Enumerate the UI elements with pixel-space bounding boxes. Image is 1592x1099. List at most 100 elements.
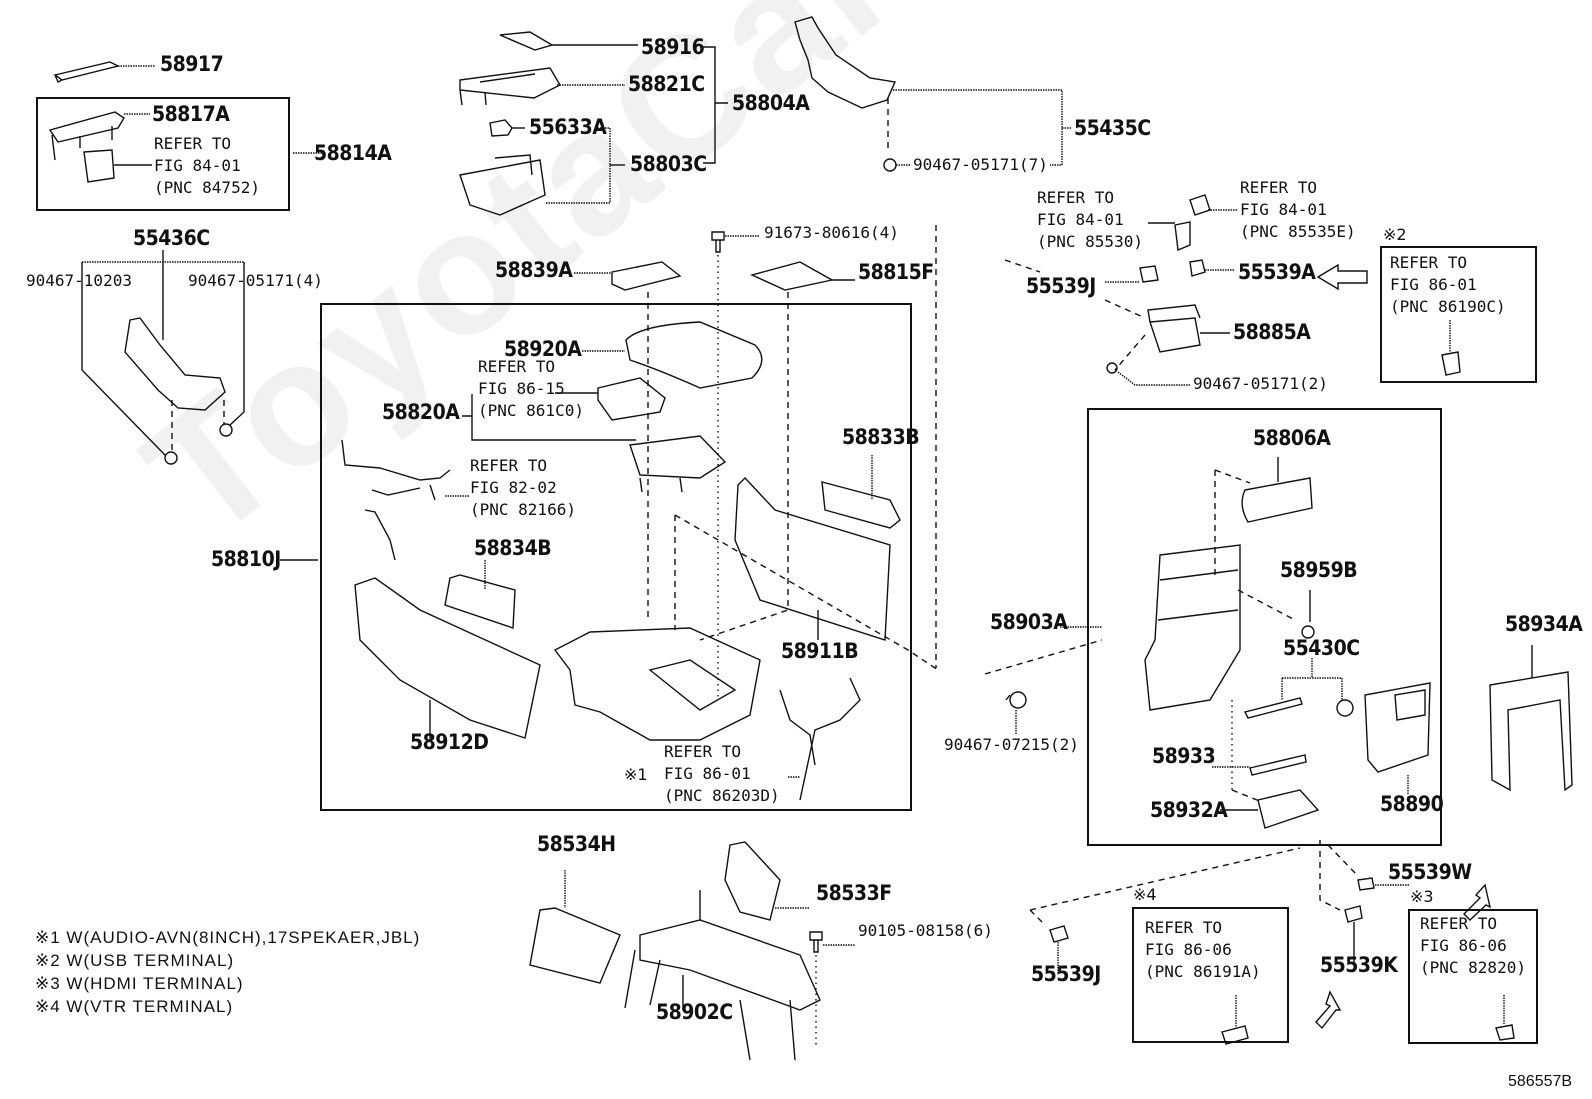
part-label-58885A[interactable]: 58885A <box>1233 320 1311 344</box>
part-55435C-sketch <box>794 16 1072 172</box>
part-86190C-sketch <box>1441 320 1461 376</box>
part-58815F-sketch <box>699 261 855 641</box>
part-label-55539J-bottom[interactable]: 55539J <box>1031 962 1101 986</box>
part-label-55435C[interactable]: 55435C <box>1074 116 1151 140</box>
refer-note-86203D[interactable]: REFER TO FIG 86-01 (PNC 86203D) <box>664 742 780 805</box>
part-label-58820A[interactable]: 58820A <box>382 400 460 424</box>
refer-note-85535E[interactable]: REFER TO FIG 84-01 (PNC 85535E) <box>1240 178 1356 241</box>
refer-note-86191A[interactable]: REFER TO FIG 86-06 (PNC 86191A) <box>1145 918 1261 981</box>
part-58803C-sketch <box>459 127 625 216</box>
part-label-58917[interactable]: 58917 <box>160 52 224 76</box>
part-label-58920A[interactable]: 58920A <box>504 337 582 361</box>
part-58834B-sketch <box>444 560 516 629</box>
part-label-90105-08158-6[interactable]: 90105-08158(6) <box>858 921 993 940</box>
part-82820-sketch <box>1495 995 1515 1041</box>
part-label-58814A[interactable]: 58814A <box>314 141 392 165</box>
part-label-58803C[interactable]: 58803C <box>630 152 707 176</box>
part-85530-sketch <box>1148 194 1238 252</box>
refer-note-82166[interactable]: REFER TO FIG 82-02 (PNC 82166) <box>470 456 576 519</box>
refer-box-82820 <box>1408 909 1538 1044</box>
refer-note-82820[interactable]: REFER TO FIG 86-06 (PNC 82820) <box>1420 914 1526 977</box>
part-label-58810J[interactable]: 58810J <box>211 547 281 571</box>
part-58912D-sketch <box>354 577 541 740</box>
arrow-55539W <box>1463 883 1492 921</box>
part-label-58839A[interactable]: 58839A <box>495 258 573 282</box>
part-58833B-sketch <box>821 455 901 529</box>
arrow-55539K <box>1315 990 1342 1030</box>
part-label-90467-10203[interactable]: 90467-10203 <box>26 271 132 290</box>
part-label-55539A[interactable]: 55539A <box>1238 260 1316 284</box>
refer-box-86190C <box>1380 246 1537 383</box>
part-label-55436C[interactable]: 55436C <box>133 226 210 250</box>
group-box-58903A <box>1087 408 1442 846</box>
part-label-58916[interactable]: 58916 <box>641 35 705 59</box>
part-label-58902C[interactable]: 58902C <box>656 1000 733 1024</box>
part-58933-sketch <box>1212 700 1307 790</box>
part-58917-sketch <box>53 61 155 83</box>
part-label-90467-07215-2[interactable]: 90467-07215(2) <box>944 735 1079 754</box>
part-label-58806A[interactable]: 58806A <box>1253 426 1331 450</box>
part-55633A-sketch <box>489 119 525 137</box>
part-58839A-sketch <box>574 261 682 620</box>
part-label-58932A[interactable]: 58932A <box>1150 798 1228 822</box>
refer-note-861C0[interactable]: REFER TO FIG 86-15 (PNC 861C0) <box>478 357 584 420</box>
part-label-90467-05171-2[interactable]: 90467-05171(2) <box>1193 374 1328 393</box>
group-box-58814A <box>36 97 290 211</box>
part-label-58534H[interactable]: 58534H <box>537 832 616 856</box>
part-label-55539W[interactable]: 55539W <box>1388 860 1472 884</box>
part-label-58821C[interactable]: 58821C <box>628 72 705 96</box>
part-label-91673-80616-4[interactable]: 91673-80616(4) <box>764 223 899 242</box>
part-58806A-sketch <box>1214 457 1313 575</box>
part-86191A-sketch <box>1221 995 1249 1045</box>
note-2: ※2 W(USB TERMINAL) <box>35 951 235 970</box>
part-58885A-sketch <box>1106 304 1230 386</box>
part-label-58890[interactable]: 58890 <box>1380 792 1444 816</box>
figure-id: 586557B <box>1508 1073 1573 1090</box>
part-55539J-top-sketch <box>1004 259 1159 319</box>
part-label-90467-05171-7[interactable]: 90467-05171(7) <box>913 155 1048 174</box>
part-58890-sketch <box>1364 682 1431 795</box>
part-console-base-sketch <box>553 627 761 741</box>
part-58920A-sketch <box>582 321 763 389</box>
refer-note-85530[interactable]: REFER TO FIG 84-01 (PNC 85530) <box>1037 188 1143 251</box>
part-55539K-sketch <box>1319 840 1363 965</box>
note-1: ※1 W(AUDIO-AVN(8INCH),17SPEKAER,JBL) <box>35 928 421 947</box>
part-label-55539K[interactable]: 55539K <box>1320 953 1398 977</box>
part-58959B-sketch <box>1301 590 1315 639</box>
part-55430C-sketch <box>1243 658 1354 719</box>
part-label-58903A[interactable]: 58903A <box>990 610 1068 634</box>
part-label-58533F[interactable]: 58533F <box>816 881 892 905</box>
part-label-55633A[interactable]: 55633A <box>529 115 607 139</box>
refer-note-86190C[interactable]: REFER TO FIG 86-01 (PNC 86190C) <box>1390 253 1506 316</box>
part-82166-harness-sketch <box>341 439 470 561</box>
part-label-90467-05171-4[interactable]: 90467-05171(4) <box>188 271 323 290</box>
part-90105-sketch <box>809 931 855 1045</box>
part-58821C-sketch <box>459 67 625 106</box>
part-label-58933[interactable]: 58933 <box>1152 744 1216 768</box>
part-label-58815F[interactable]: 58815F <box>858 260 934 284</box>
bracket-58804A <box>703 46 728 164</box>
part-label-58934A[interactable]: 58934A <box>1505 612 1583 636</box>
condition-mark-4: ※4 <box>1133 885 1157 904</box>
part-58934A-sketch <box>1489 645 1573 792</box>
arrow-55539A <box>1316 263 1368 291</box>
part-86203D-harness-sketch <box>779 677 861 801</box>
refer-note-84752[interactable]: REFER TO FIG 84-01 (PNC 84752) <box>154 134 260 197</box>
part-58903A-sketch <box>1060 544 1296 711</box>
part-label-58912D[interactable]: 58912D <box>410 730 489 754</box>
part-label-58804A[interactable]: 58804A <box>732 91 810 115</box>
part-58533F-sketch <box>724 841 810 921</box>
part-label-55430C[interactable]: 55430C <box>1283 636 1360 660</box>
part-label-58833B[interactable]: 58833B <box>842 425 920 449</box>
part-55539A-sketch <box>1189 259 1235 277</box>
part-label-55539J-top[interactable]: 55539J <box>1026 274 1096 298</box>
part-label-58834B[interactable]: 58834B <box>474 536 552 560</box>
part-label-58911B[interactable]: 58911B <box>781 639 859 663</box>
part-label-58959B[interactable]: 58959B <box>1280 558 1358 582</box>
condition-mark-3: ※3 <box>1410 887 1434 906</box>
part-label-58817A[interactable]: 58817A <box>152 102 230 126</box>
part-58820A-sketch <box>462 377 727 493</box>
part-55436C-sketch <box>81 250 245 465</box>
